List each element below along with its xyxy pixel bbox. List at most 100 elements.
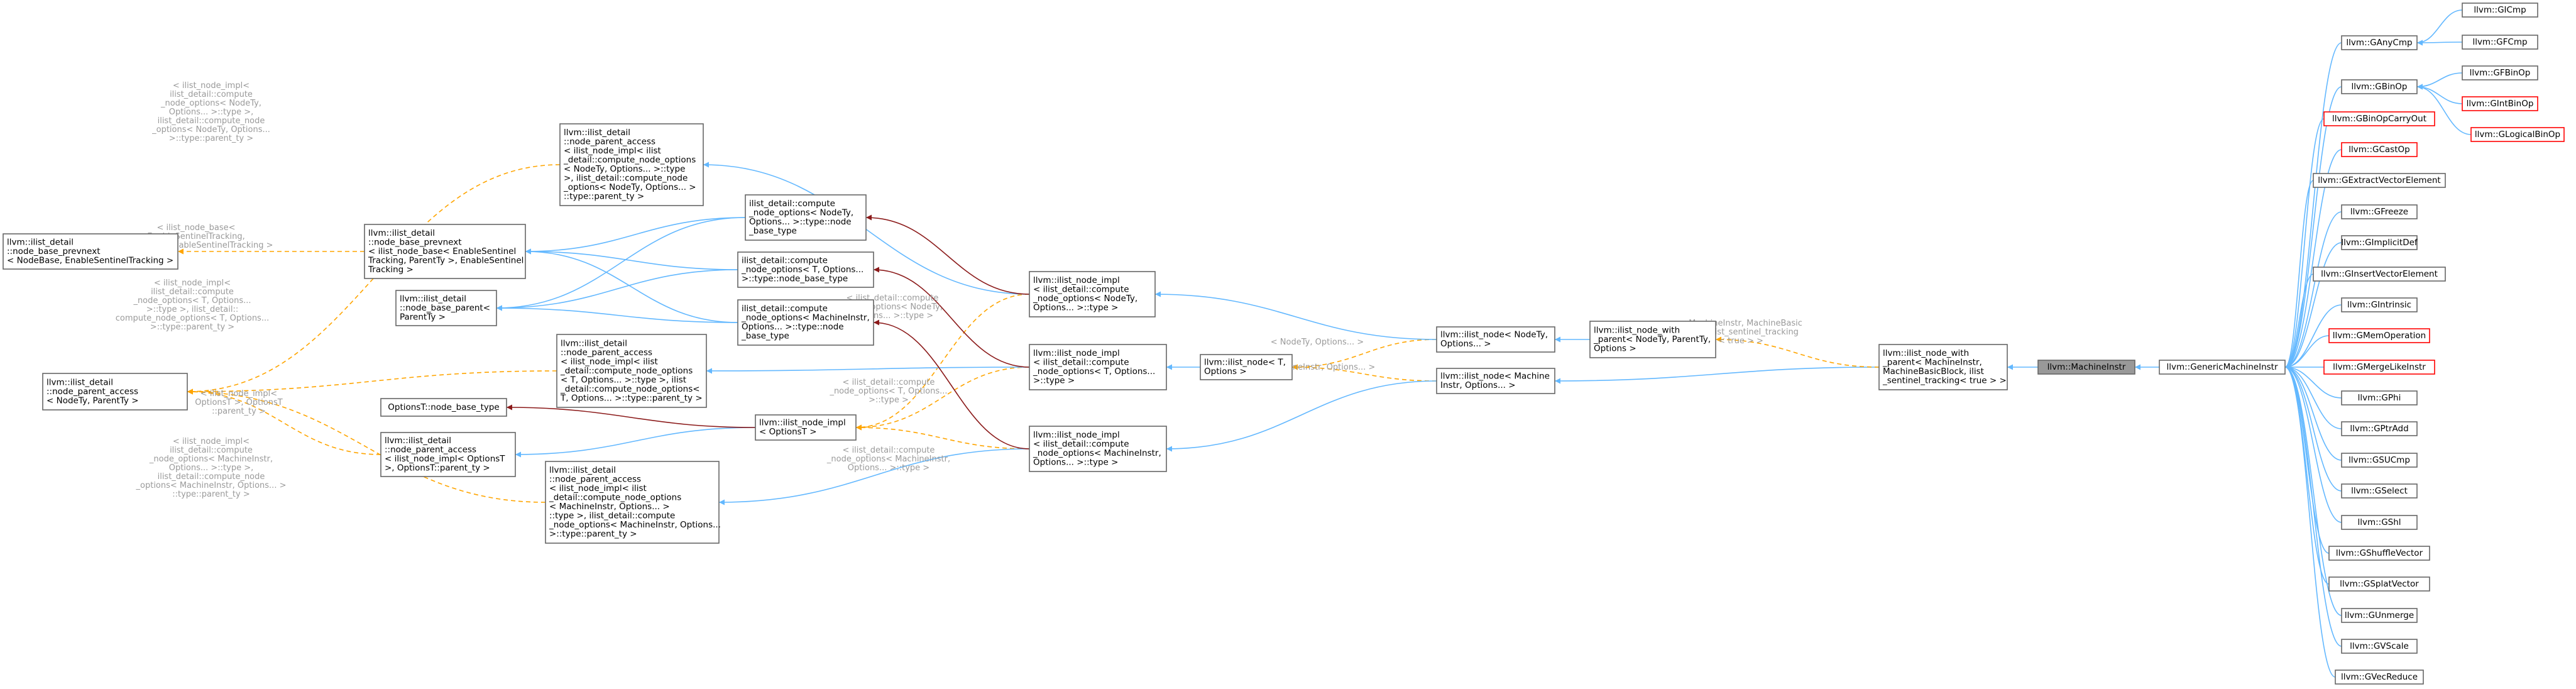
class-node-label: llvm::GICmp [2474, 5, 2526, 15]
class-node-gicmp[interactable]: llvm::GICmp [2462, 3, 2538, 18]
class-node-label: llvm::GVecReduce [2341, 672, 2418, 682]
class-node-prevnext-base[interactable]: llvm::ilist_detail::node_base_prevnext< … [3, 233, 178, 270]
class-node-optionst[interactable]: OptionsT::node_base_type [380, 398, 507, 417]
class-node-gextract[interactable]: llvm::GExtractVectorElement [2313, 173, 2446, 188]
class-node-label-line: llvm::GVScale [2350, 641, 2409, 651]
edge-label-l_optionst: < ilist_node_impl<OptionsT >, OptionsT::… [195, 389, 283, 416]
class-node-gshl[interactable]: llvm::GShl [2341, 515, 2418, 530]
class-node-gselect[interactable]: llvm::GSelect [2341, 483, 2418, 499]
edge-label-line: OptionsT >, OptionsT [195, 398, 283, 407]
class-node-npa-mid[interactable]: llvm::ilist_detail::node_parent_access< … [556, 334, 707, 408]
class-node-node-base-parent[interactable]: llvm::ilist_detail::node_base_parent<Par… [395, 290, 497, 326]
class-node-label-line: >, OptionsT::parent_ty > [385, 463, 490, 473]
edge-label-line: _options< MachineInstr, Options... > [136, 481, 287, 490]
class-node-label-line: llvm::ilist_detail [564, 128, 630, 138]
class-node-label-line: llvm::MachineInstr [2047, 362, 2126, 372]
class-node-npa-bottom[interactable]: llvm::ilist_detail::node_parent_access< … [545, 461, 721, 544]
class-node-gcastop[interactable]: llvm::GCastOp [2341, 142, 2418, 157]
class-node-nbp[interactable]: llvm::ilist_detail::node_base_prevnext< … [364, 224, 526, 279]
class-node-gfbinop[interactable]: llvm::GFBinOp [2462, 65, 2538, 80]
class-node-label-line: < MachineInstr, Options... > [549, 502, 670, 512]
class-node-label: llvm::ilist_node_impl< ilist_detail::com… [1033, 430, 1161, 468]
class-node-npa-top[interactable]: llvm::ilist_detail::node_parent_access< … [559, 123, 704, 206]
edge-label-line: >::type >, ilist_detail:: [146, 305, 239, 314]
class-node-impl-nodety[interactable]: llvm::ilist_node_impl< ilist_detail::com… [1029, 271, 1156, 317]
class-node-gsplatvector[interactable]: llvm::GSplatVector [2328, 576, 2430, 592]
class-node-npa-optionst[interactable]: llvm::ilist_detail::node_parent_access< … [380, 432, 516, 477]
class-node-box [2341, 483, 2418, 499]
edge-label-line: < ilist_node_impl< [173, 81, 249, 91]
class-node-label-line: llvm::GUnmerge [2345, 610, 2414, 620]
edge-label-line: compute_node_options< T, Options... [116, 314, 269, 323]
class-node-label-line: llvm::ilist_node_impl [1033, 348, 1120, 358]
class-node-box [2328, 576, 2430, 592]
class-node-gsucmp[interactable]: llvm::GSUCmp [2341, 453, 2418, 468]
class-node-box [2341, 453, 2418, 468]
class-node-label-line: llvm::GShl [2357, 517, 2401, 527]
class-node-label-line: ::node_parent_access [564, 137, 655, 147]
class-node-generic[interactable]: llvm::GenericMachineInstr [2159, 360, 2286, 375]
class-node-with-parent-nodety[interactable]: llvm::ilist_node_with_parent< NodeTy, Pa… [1589, 321, 1716, 358]
class-node-label-line: Options... > [1440, 339, 1491, 349]
class-node-box [1029, 426, 1167, 472]
class-node-box [2341, 608, 2418, 623]
class-node-gbinopcarryout[interactable]: llvm::GBinOpCarryOut [2323, 111, 2435, 126]
class-node-label: llvm::ilist_detail::node_parent_access< … [560, 338, 703, 403]
class-node-gfcmp[interactable]: llvm::GFCmp [2462, 35, 2538, 50]
class-node-gvecreduce[interactable]: llvm::GVecReduce [2335, 670, 2424, 685]
class-node-cno-mi[interactable]: ilist_detail::compute_node_options< Mach… [737, 299, 874, 346]
class-node-label-line: < ilist_detail::compute [1033, 358, 1129, 368]
edge-label-line: ilist_detail::compute_node [158, 472, 265, 482]
class-node-label-line: _node_options< NodeTy, [748, 208, 853, 218]
edge-n_impl_mi-to-n_cno_mi [873, 319, 1030, 449]
class-node-label: llvm::GenericMachineInstr [2166, 362, 2277, 372]
edge-n_gextract-to-n_generic [2284, 180, 2314, 370]
class-node-machineinstr[interactable]: llvm::MachineInstr [2037, 360, 2135, 375]
class-node-label-line: llvm::GFreeze [2350, 207, 2408, 217]
class-node-gmergelike[interactable]: llvm::GMergeLikeInstr [2323, 360, 2435, 375]
class-node-box [2328, 546, 2430, 561]
class-node-ilist-node-nodety[interactable]: llvm::ilist_node< NodeTy,Options... > [1436, 326, 1555, 353]
class-node-ganycmp[interactable]: llvm::GAnyCmp [2341, 35, 2418, 50]
class-node-with-parent-mi[interactable]: llvm::ilist_node_with_parent< MachineIns… [1878, 344, 2008, 390]
class-node-glogicalbinop[interactable]: llvm::GLogicalBinOp [2470, 127, 2565, 142]
class-node-box [745, 194, 867, 241]
class-node-impl-t[interactable]: llvm::ilist_node_impl< ilist_detail::com… [1029, 344, 1167, 390]
class-node-cno-t[interactable]: ilist_detail::compute_node_options< T, O… [737, 251, 874, 288]
edge-n_cno_t-to-n_nbp [525, 248, 738, 270]
class-node-ilist-node-t[interactable]: llvm::ilist_node< T,Options > [1200, 354, 1293, 380]
edge-label-line: _node_options< MachineInstr, [826, 455, 950, 464]
edge-n_gimplicitdef-to-n_generic [2284, 242, 2342, 370]
class-node-parent-access-base[interactable]: llvm::ilist_detail::node_parent_access< … [42, 373, 188, 411]
class-node-gbinop[interactable]: llvm::GBinOp [2341, 79, 2418, 94]
class-node-gintbinop[interactable]: llvm::GIntBinOp [2462, 96, 2538, 111]
class-node-gptradd[interactable]: llvm::GPtrAdd [2341, 421, 2418, 436]
class-node-gshufflevector[interactable]: llvm::GShuffleVector [2328, 546, 2430, 561]
class-node-gfreeze[interactable]: llvm::GFreeze [2341, 204, 2418, 219]
class-node-gintrinsic[interactable]: llvm::GIntrinsic [2341, 297, 2418, 312]
class-node-impl-optionst[interactable]: llvm::ilist_node_impl< OptionsT > [755, 414, 857, 441]
class-node-label: llvm::ilist_node< T,Options > [1204, 358, 1286, 377]
class-node-label-line: llvm::ilist_node< T, [1204, 358, 1286, 368]
class-node-label: llvm::ilist_node_impl< ilist_detail::com… [1033, 275, 1137, 313]
class-node-impl-mi[interactable]: llvm::ilist_node_impl< ilist_detail::com… [1029, 426, 1167, 472]
class-node-gmemop[interactable]: llvm::GMemOperation [2328, 328, 2430, 343]
class-node-label-line: llvm::ilist_detail [385, 436, 451, 446]
edge-label-line: < ilist_detail::compute [843, 378, 935, 387]
class-node-label-line: _node_options< MachineInstr, [1033, 448, 1161, 458]
class-node-ginsert[interactable]: llvm::GInsertVectorElement [2313, 267, 2446, 282]
class-node-label-line: < NodeBase, EnableSentinelTracking > [7, 255, 173, 265]
class-node-label-line: llvm::GFBinOp [2470, 68, 2531, 78]
class-node-label-line: < NodeTy, Options... >::type [564, 164, 685, 174]
edge-label-line: < NodeTy, Options... > [1271, 338, 1364, 347]
class-node-gimplicitdef[interactable]: llvm::GImplicitDef [2341, 235, 2418, 250]
class-node-box [559, 123, 704, 206]
class-node-cno-nodety[interactable]: ilist_detail::compute_node_options< Node… [745, 194, 867, 241]
edge-label-l_nodety: < NodeTy, Options... > [1271, 338, 1364, 347]
class-node-gunmerge[interactable]: llvm::GUnmerge [2341, 608, 2418, 623]
edge-label-line: Options... >::type >, [169, 463, 254, 473]
class-node-gvscale[interactable]: llvm::GVScale [2341, 639, 2418, 654]
edge-label-line: Options... >::type > [848, 463, 929, 473]
class-node-gphi[interactable]: llvm::GPhi [2341, 390, 2418, 405]
